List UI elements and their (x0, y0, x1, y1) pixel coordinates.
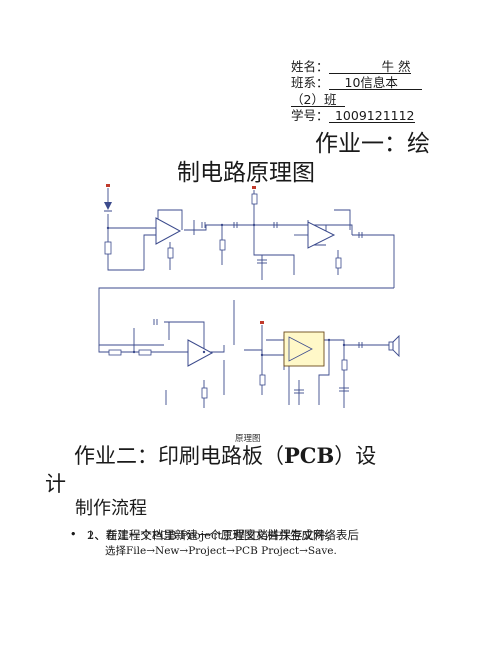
dept-value: 10信息本 (328, 76, 422, 91)
hw1-title-line1: 作业一：绘 (315, 131, 430, 157)
bullet-icon: • (70, 528, 77, 541)
hw2-title-line1: 作业二：印刷电路板（PCB）设 (74, 440, 376, 470)
step-substep: 选择File→New→Project→PCB Project→Save. (105, 545, 337, 557)
step-text: 2、在工程文档里新建一个原理图文档并生成网络表后 (87, 528, 359, 542)
id-value: 1009121112 (328, 109, 415, 124)
list-item: • 1、新建一个PCB Project工程文档并保存文件； (70, 527, 490, 543)
dept-label: 班系： (291, 75, 329, 91)
hw2-title-line2: 计 (45, 472, 66, 496)
steps-list: • 1、新建一个PCB Project工程文档并保存文件； (70, 527, 490, 543)
hw2-title-post: ）设 (334, 444, 377, 468)
hw2-title-pre: 作业二：印刷电路板（ (74, 444, 284, 468)
flow-heading: 制作流程 (75, 498, 147, 519)
name-label: 姓名： (291, 59, 329, 74)
dept-row: 班系：10信息本 (291, 75, 422, 91)
id-row: 学号：1009121112 (291, 108, 422, 124)
step-text: 1、新建一个PCB Project工程文档并保存文件； (87, 528, 338, 542)
bullet-icon: • (70, 528, 77, 541)
hw2-title-bold: PCB (284, 443, 335, 468)
name-row: 姓名：牛 然 (291, 59, 422, 75)
figure-caption: 原理图 (235, 434, 261, 444)
schematic-diagram (98, 184, 400, 408)
student-info: 姓名：牛 然 班系：10信息本 （2）班 学号：1009121112 (291, 59, 422, 125)
list-item: • 2、在工程文档里新建一个原理图文档并生成网络表后 (70, 527, 490, 543)
hw1-title-line2: 制电路原理图 (177, 160, 315, 186)
name-value: 牛 然 (328, 60, 411, 74)
class-row: （2）班 (291, 92, 422, 108)
class-value: （2）班 (291, 93, 345, 107)
id-label: 学号： (291, 108, 329, 124)
steps-list-2: • 2、在工程文档里新建一个原理图文档并生成网络表后 (70, 527, 490, 543)
